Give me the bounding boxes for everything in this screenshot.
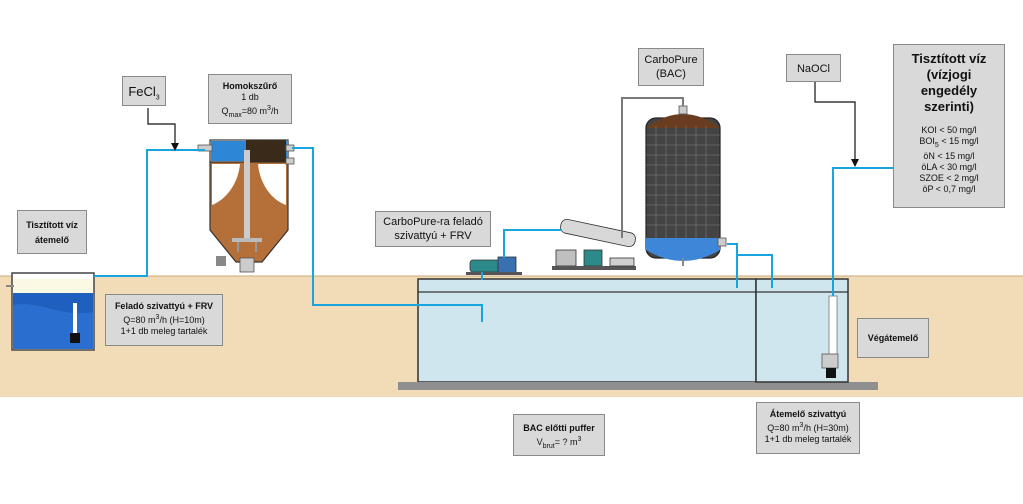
carbopure-pump — [552, 218, 636, 270]
fecl3-label: FeCl3 — [122, 76, 166, 106]
final-sump-tank — [755, 278, 849, 383]
boi-rest: < 15 mg/l — [938, 136, 979, 146]
transfer-pump-title: Átemelő szivattyú — [769, 409, 847, 419]
process-pipes — [94, 147, 893, 322]
feed-pump-reserve: 1+1 db meleg tartalék — [120, 326, 208, 336]
limit-on: öN < 15 mg/l — [923, 150, 975, 161]
transfer-q-sup: 3 — [799, 422, 804, 429]
clean-water-pump-line2: átemelő — [34, 235, 69, 245]
naocl-arrowhead — [851, 159, 859, 167]
carbopure-feed-line1: CarboPure-ra feladó — [383, 216, 483, 228]
limit-boi: BOI5 < 15 mg/l — [894, 136, 1004, 151]
limit-szoe: SZOE < 2 mg/l — [919, 172, 979, 183]
bac-buffer-tank — [398, 278, 878, 390]
final-pump-text: Végátemelő — [867, 333, 919, 343]
transfer-pump-label: Átemelő szivattyú Q=80 m3/h (H=30m) 1+1 … — [756, 402, 860, 454]
treated-water-title1: Tisztított víz — [911, 51, 987, 66]
q-sup: 3 — [267, 105, 271, 112]
feed-pump-label: Feladó szivattyú + FRV Q=80 m3/h (H=10m)… — [105, 294, 223, 346]
treated-water-label: Tisztított víz (vízjogi engedély szerint… — [893, 44, 1005, 208]
dosing-lines — [147, 82, 856, 166]
boi-sub: 5 — [934, 141, 939, 149]
carbopure-feed-line2: szivattyú + FRV — [394, 230, 472, 242]
treated-water-title4: szerinti) — [924, 99, 974, 114]
treated-water-title2: (vízjogi — [926, 67, 972, 82]
transfer-pump-reserve: 1+1 db meleg tartalék — [764, 434, 852, 444]
clean-water-pump-line1: Tisztított víz — [26, 220, 78, 230]
q-prefix: Q — [221, 106, 229, 116]
naocl-text: NaOCl — [796, 63, 830, 75]
fecl3-text: FeCl — [128, 84, 156, 99]
v-sub: brut — [542, 442, 555, 450]
recirculation-pipe — [621, 97, 684, 238]
carbopure-bac-label: CarboPure (BAC) — [638, 48, 704, 86]
feed-q-sup: 3 — [155, 314, 160, 321]
bac-buffer-volume: Vbrut= ? m3 — [514, 434, 604, 452]
transfer-q-post: /h (H=30m) — [803, 423, 849, 433]
clean-water-sump — [6, 272, 95, 351]
v-sup: 3 — [577, 436, 582, 443]
clean-water-pump-label: Tisztított víz átemelő — [17, 210, 87, 254]
feed-q-post: /h (H=10m) — [159, 315, 205, 325]
final-pump-label: Végátemelő — [857, 318, 929, 358]
q-mid: =80 m — [241, 106, 268, 116]
sand-filter — [197, 139, 295, 273]
bac-buffer-title: BAC előtti puffer — [523, 423, 595, 433]
naocl-label: NaOCl — [786, 54, 841, 82]
feed-pump-title: Feladó szivattyú + FRV — [114, 301, 214, 311]
q-suffix: /h — [270, 106, 279, 116]
treated-water-title3: engedély — [920, 83, 978, 98]
feed-pump-flow: Q=80 m3/h (H=10m) — [106, 312, 222, 326]
fecl3-sub: 3 — [155, 94, 160, 102]
limit-koi: KOI < 50 mg/l — [921, 125, 977, 135]
carbopure-vessel — [645, 105, 727, 266]
carbopure-bac-line2: (BAC) — [656, 68, 686, 80]
sand-filter-title: Homokszűrő — [222, 81, 278, 91]
feed-pump — [466, 256, 522, 275]
bac-buffer-label: BAC előtti puffer Vbrut= ? m3 — [513, 414, 605, 456]
limit-op: öP < 0,7 mg/l — [922, 183, 976, 194]
limit-ola: öLA < 30 mg/l — [921, 161, 977, 172]
boi-base: BOI — [919, 136, 935, 146]
sand-filter-label: Homokszűrő 1 db Qmax=80 m3/h — [208, 74, 292, 124]
transfer-q-pre: Q=80 m — [767, 423, 800, 433]
fecl3-arrowhead — [171, 143, 179, 151]
sand-filter-count: 1 db — [241, 92, 259, 102]
carbopure-bac-line1: CarboPure — [644, 54, 698, 66]
feed-q-pre: Q=80 m — [123, 315, 156, 325]
carbopure-feed-label: CarboPure-ra feladó szivattyú + FRV — [375, 211, 491, 247]
sand-filter-flow: Qmax=80 m3/h — [209, 103, 291, 121]
v-base: V — [536, 437, 543, 447]
v-mid: = ? m — [554, 437, 578, 447]
q-sub: max — [228, 111, 242, 119]
transfer-pump-flow: Q=80 m3/h (H=30m) — [757, 420, 859, 434]
